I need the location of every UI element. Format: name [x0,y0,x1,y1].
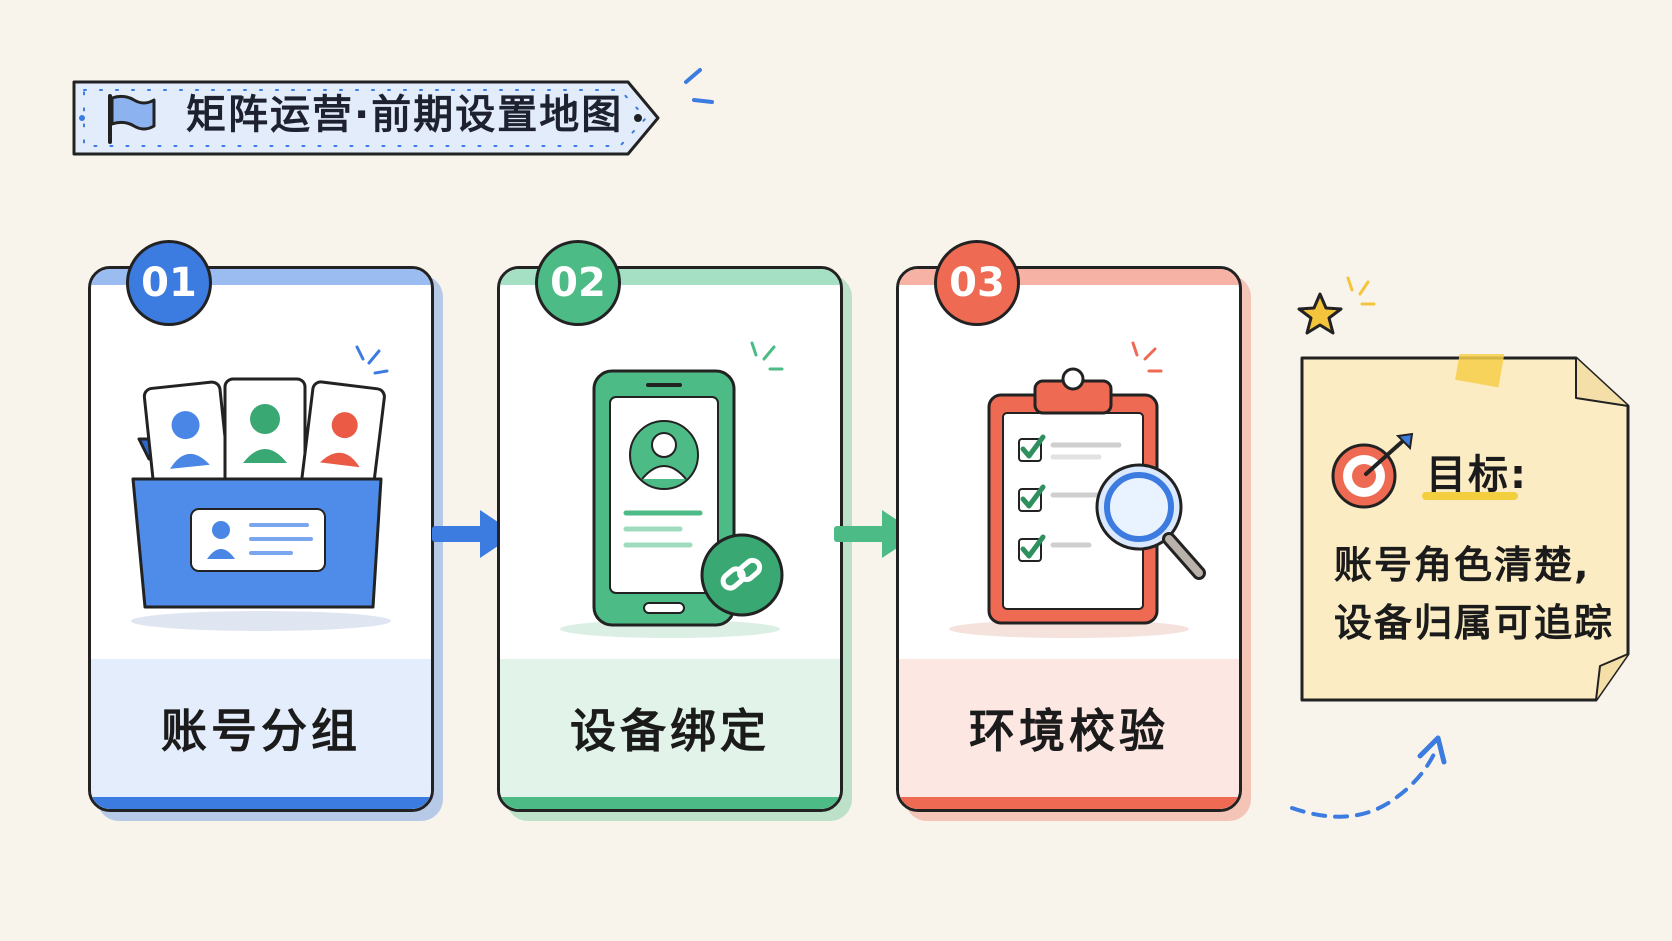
goal-line-2: 设备归属可追踪 [1334,601,1615,645]
sparkle-icon [684,68,714,104]
phone-link-icon [560,341,784,638]
step-number-badge: 01 [126,240,212,326]
title-banner: 矩阵运营·前期设置地图 [68,74,668,156]
highlight-underline [1422,492,1518,500]
flag-icon [108,94,156,144]
dashed-curve-arrow-icon [1290,735,1447,819]
banner-shape [72,80,660,156]
goal-label: 目标: [1426,452,1528,498]
step-label: 设备绑定 [570,704,770,758]
goal-line-1: 账号角色清楚, [1334,543,1591,587]
star-icon [1297,276,1376,335]
clipboard-check-icon [949,341,1206,638]
step-label-area: 设备绑定 [500,659,840,809]
target-icon [1331,432,1414,509]
step-label-area: 账号分组 [91,659,431,809]
goal-note: 目标: 账号角色清楚, 设备归属可追踪 [1300,354,1630,704]
step-card-3: 环境校验 03 [896,240,1251,821]
step-label: 环境校验 [969,704,1169,758]
step-label-area: 环境校验 [899,659,1239,809]
sticky-note-paper [1300,354,1630,702]
account-folder-icon [131,345,391,631]
page-title: 矩阵运营·前期设置地图 [186,92,624,138]
step-label: 账号分组 [161,704,361,758]
step-number-badge: 02 [535,240,621,326]
step-card-1: 账号分组 01 [88,240,443,821]
step-number-badge: 03 [934,240,1020,326]
step-card-2: 设备绑定 02 [497,240,852,821]
